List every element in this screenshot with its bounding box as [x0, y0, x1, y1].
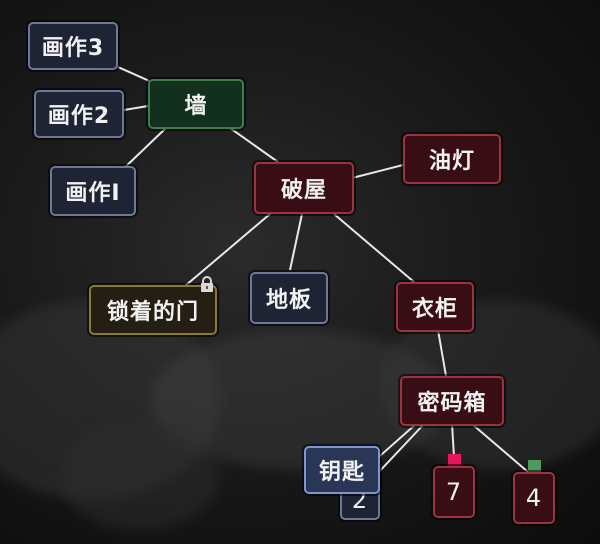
- node-powu[interactable]: 破屋: [254, 162, 354, 214]
- link-mimaxiang-num4: [471, 423, 529, 473]
- link-powu-suozhedemen: [184, 213, 271, 287]
- link-huazuo2-qiang: [123, 105, 149, 111]
- node-youdeng[interactable]: 油灯: [403, 134, 501, 184]
- node-label: 锁着的门: [106, 300, 199, 325]
- node-label: 画作2: [47, 104, 111, 129]
- node-label: 钥匙: [318, 460, 365, 485]
- link-mimaxiang-num7: [451, 423, 455, 458]
- link-yigui-mimaxiang: [437, 329, 447, 377]
- node-num-7[interactable]: 7: [433, 466, 475, 518]
- node-label: 7: [445, 478, 463, 506]
- node-mimaxiang[interactable]: 密码箱: [400, 376, 504, 426]
- link-huazuo1-qiang: [119, 127, 167, 173]
- node-huazuo1[interactable]: 画作I: [50, 166, 136, 216]
- link-qiang-powu: [229, 127, 279, 163]
- background-scenery: [60, 420, 220, 530]
- pink-square-marker: [448, 454, 461, 467]
- node-label: 4: [525, 484, 543, 512]
- node-label: 地板: [265, 288, 312, 313]
- node-label: 画作I: [65, 181, 121, 206]
- node-label: 密码箱: [417, 391, 487, 416]
- node-yaoshi[interactable]: 钥匙: [304, 446, 380, 494]
- node-huazuo3[interactable]: 画作3: [28, 22, 118, 70]
- node-num-4[interactable]: 4: [513, 472, 555, 524]
- node-huazuo2[interactable]: 画作2: [34, 90, 124, 138]
- node-suozhedemen[interactable]: 锁着的门: [89, 285, 217, 335]
- node-diban[interactable]: 地板: [250, 272, 328, 324]
- green-square-marker: [528, 460, 541, 473]
- link-powu-youdeng: [351, 164, 404, 179]
- lock-icon: [201, 276, 213, 292]
- node-label: 破屋: [280, 178, 327, 203]
- link-powu-diban: [289, 213, 303, 271]
- node-label: 油灯: [428, 149, 475, 174]
- node-label: 墙: [184, 94, 208, 119]
- node-label: 画作3: [41, 36, 105, 61]
- link-powu-yigui: [333, 213, 415, 283]
- node-yigui[interactable]: 衣柜: [396, 282, 474, 332]
- node-qiang[interactable]: 墙: [148, 79, 244, 129]
- node-label: 衣柜: [411, 297, 458, 322]
